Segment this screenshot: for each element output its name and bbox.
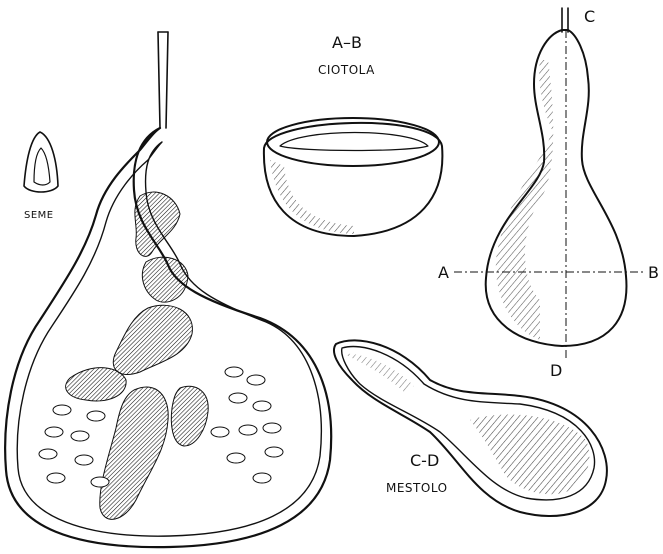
whole-gourd-drawing <box>454 8 646 360</box>
bowl-name-label: CIOTOLA <box>318 63 375 77</box>
axis-c-label: C <box>584 7 595 26</box>
axis-b-label: B <box>648 263 659 282</box>
axis-a-label: A <box>438 263 449 282</box>
gourd-cross-section <box>5 32 331 547</box>
seed-drawing <box>24 132 58 192</box>
ladle-name-label: MESTOLO <box>386 481 448 495</box>
bowl-code-label: A–B <box>332 33 362 52</box>
ladle-drawing <box>334 340 607 516</box>
axis-d-label: D <box>550 361 562 380</box>
ladle-code-label: C-D <box>410 451 439 470</box>
seed-label: SEME <box>24 210 54 221</box>
bowl-drawing <box>264 118 443 236</box>
